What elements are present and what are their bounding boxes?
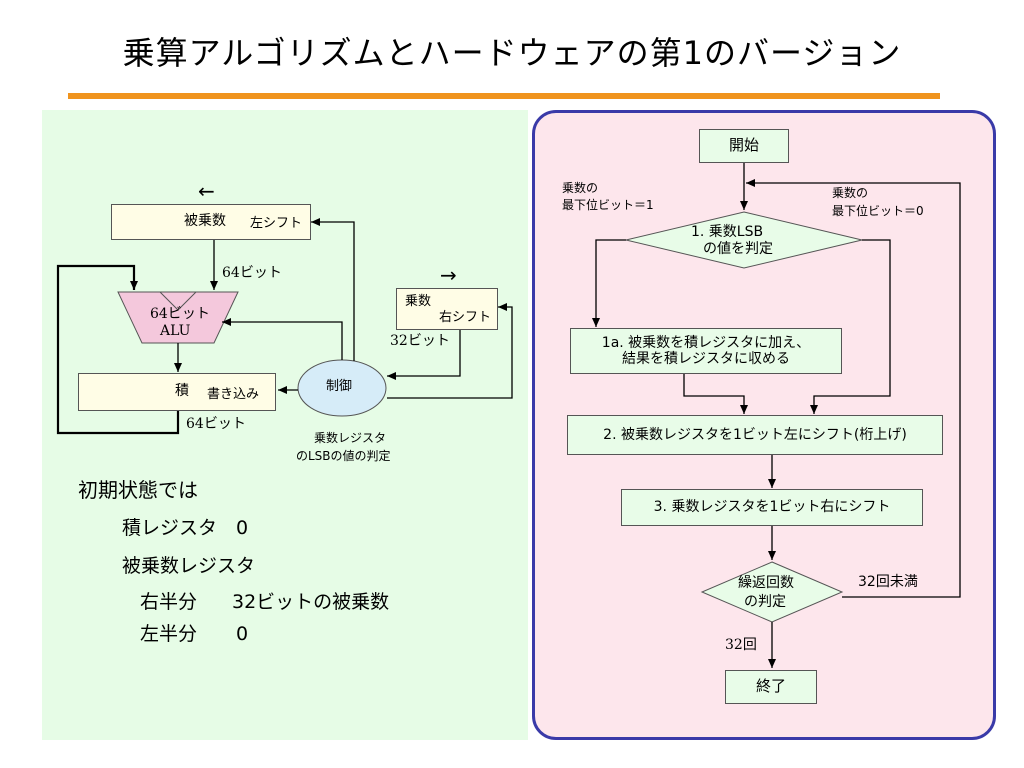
control-note-line2: のLSBの値の判定	[296, 449, 391, 463]
step-3-node: 3. 乗数レジスタを1ビット右にシフト	[621, 489, 923, 526]
lsb0-line1: 乗数の	[832, 186, 869, 200]
alu-line2: ALU	[160, 323, 191, 339]
decision-lsb-line2: の値を判定	[703, 241, 773, 257]
loop-less32-label: 32回未満	[858, 574, 918, 590]
step-2-node: 2. 被乗数レジスタを1ビット左にシフト(桁上げ)	[567, 415, 943, 455]
control-note-line1: 乗数レジスタ	[314, 431, 387, 445]
initial-state-heading: 初期状態では	[78, 478, 198, 502]
exit-32-label: 32回	[725, 637, 757, 653]
multiplicand-width: 64ビット	[222, 265, 282, 281]
end-node: 終了	[725, 670, 817, 704]
product-width: 64ビット	[186, 416, 246, 432]
multiplicand-reg-label: 被乗数レジスタ	[122, 555, 256, 577]
slide-title: 乗算アルゴリズムとハードウェアの第1のバージョン	[122, 34, 902, 72]
alu-shape	[117, 291, 239, 344]
alu-line1: 64ビット	[150, 306, 210, 322]
left-half-label: 左半分	[140, 623, 198, 645]
product-label: 積	[175, 383, 189, 399]
multiplicand-label: 被乗数	[184, 213, 226, 229]
decision-repeat-line1: 繰返回数	[738, 575, 794, 591]
right-half-label: 右半分	[140, 591, 198, 613]
lsb1-line2: 最下位ビット＝1	[562, 198, 654, 212]
multiplier-register: 乗数 右シフト	[396, 288, 498, 330]
multiplicand-register: 被乗数 左シフト	[111, 204, 311, 240]
start-node: 開始	[699, 129, 789, 163]
left-half-value: 0	[236, 623, 249, 645]
product-register: 積 書き込み	[78, 373, 276, 411]
control-label: 制御	[326, 379, 353, 394]
decision-repeat-shape	[700, 561, 844, 623]
product-reg-value: 0	[236, 517, 249, 539]
right-half-value: 32ビットの被乗数	[232, 591, 390, 613]
multiplier-label: 乗数	[405, 294, 432, 309]
multiplier-op: 右シフト	[439, 310, 492, 325]
product-reg-label: 積レジスタ	[122, 517, 218, 539]
decision-repeat-line2: の判定	[744, 594, 786, 610]
decision-lsb-line1: 1. 乗数LSB	[691, 224, 764, 240]
title-underline	[68, 93, 940, 99]
left-shift-arrow: ←	[198, 179, 215, 203]
multiplicand-op: 左シフト	[250, 216, 303, 231]
step-1a-line1: 1a. 被乗数を積レジスタに加え、	[601, 334, 811, 351]
right-shift-arrow: →	[440, 263, 457, 287]
step-1a-line2: 結果を積レジスタに収める	[622, 351, 790, 367]
decision-lsb-shape	[625, 211, 863, 269]
step-1a-node: 1a. 被乗数を積レジスタに加え、 結果を積レジスタに収める	[570, 328, 842, 374]
lsb1-line1: 乗数の	[562, 181, 599, 195]
multiplier-width: 32ビット	[390, 333, 450, 349]
lsb0-line2: 最下位ビット＝0	[832, 204, 924, 218]
product-op: 書き込み	[207, 387, 260, 402]
